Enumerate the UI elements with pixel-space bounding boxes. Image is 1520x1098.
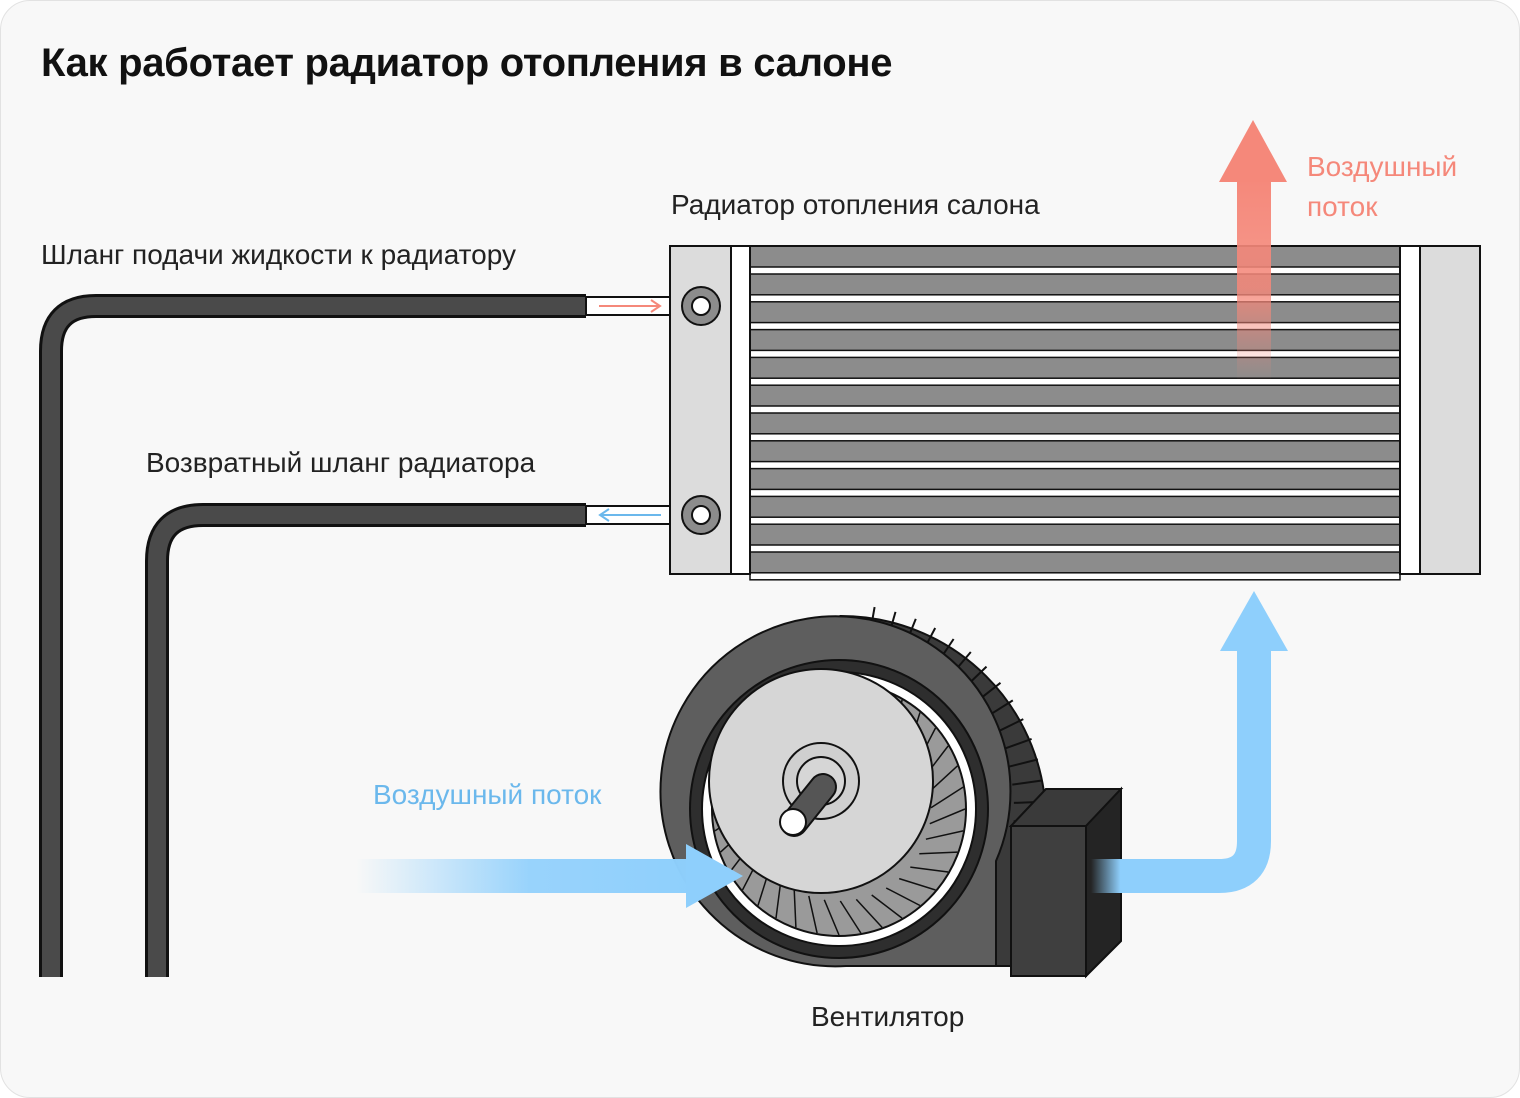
fan-blade: [898, 877, 936, 891]
radiator-tube: [749, 377, 1401, 386]
cold-airflow-label: Воздушный поток: [373, 779, 602, 810]
fan-outlet: [1008, 786, 1124, 979]
radiator-tube: [749, 544, 1401, 553]
fan-blade: [910, 866, 949, 873]
radiator-tube: [749, 405, 1401, 414]
hot-airflow-label-line1: Воздушный: [1307, 151, 1458, 182]
radiator-tube: [749, 294, 1401, 303]
fan-blade: [775, 880, 782, 919]
fan-blade: [871, 894, 903, 919]
supply-hose-label: Шланг подачи жидкости к радиатору: [41, 239, 516, 270]
fan-blade: [823, 899, 840, 936]
fan-hub: [708, 668, 934, 894]
radiator-tube: [749, 516, 1401, 525]
fan-blade: [793, 889, 797, 928]
radiator-tube: [749, 433, 1401, 442]
radiator-label: Радиатор отопления салона: [671, 189, 1040, 220]
drum-tread: [1012, 779, 1043, 786]
return-hose-label: Возвратный шланг радиатора: [146, 447, 536, 478]
supply-hose: [39, 294, 702, 977]
radiator-tube: [749, 572, 1401, 581]
fan-blade: [929, 808, 966, 825]
fan-blade: [839, 900, 862, 934]
fan-blade: [855, 898, 883, 928]
radiator: [669, 245, 1481, 581]
return-flow-arrow-icon: [598, 508, 661, 522]
fan-blade: [808, 895, 818, 934]
radiator-tube: [749, 266, 1401, 275]
fan-label: Вентилятор: [811, 1001, 965, 1032]
fan-blade: [930, 786, 964, 809]
drum-tread: [995, 718, 1024, 734]
supply-flow-arrow-icon: [599, 299, 662, 313]
return-port: [681, 495, 721, 535]
fan-blade: [925, 830, 964, 840]
radiator-fins: [749, 266, 1401, 581]
fan-blade: [885, 887, 921, 907]
hot-airflow-label: Воздушный поток: [1307, 147, 1457, 227]
cold-air-arrow-icon: [1091, 591, 1288, 893]
fan-blade: [919, 851, 958, 855]
return-hose: [145, 503, 702, 977]
drum-tread: [1008, 758, 1039, 768]
radiator-tube: [749, 460, 1401, 470]
page-title: Как работает радиатор отопления в салоне: [41, 41, 893, 85]
radiator-tube: [749, 321, 1401, 331]
hot-air-arrow-icon: [1219, 120, 1287, 381]
radiator-tube: [749, 349, 1401, 359]
hot-airflow-label-line2: поток: [1307, 191, 1378, 222]
cold-air-inlet-arrow-icon: [356, 844, 743, 908]
supply-port: [681, 286, 721, 326]
fan: [659, 606, 1124, 979]
fan-blade: [928, 765, 958, 793]
radiator-tube: [749, 488, 1401, 498]
drum-tread: [1003, 737, 1032, 751]
